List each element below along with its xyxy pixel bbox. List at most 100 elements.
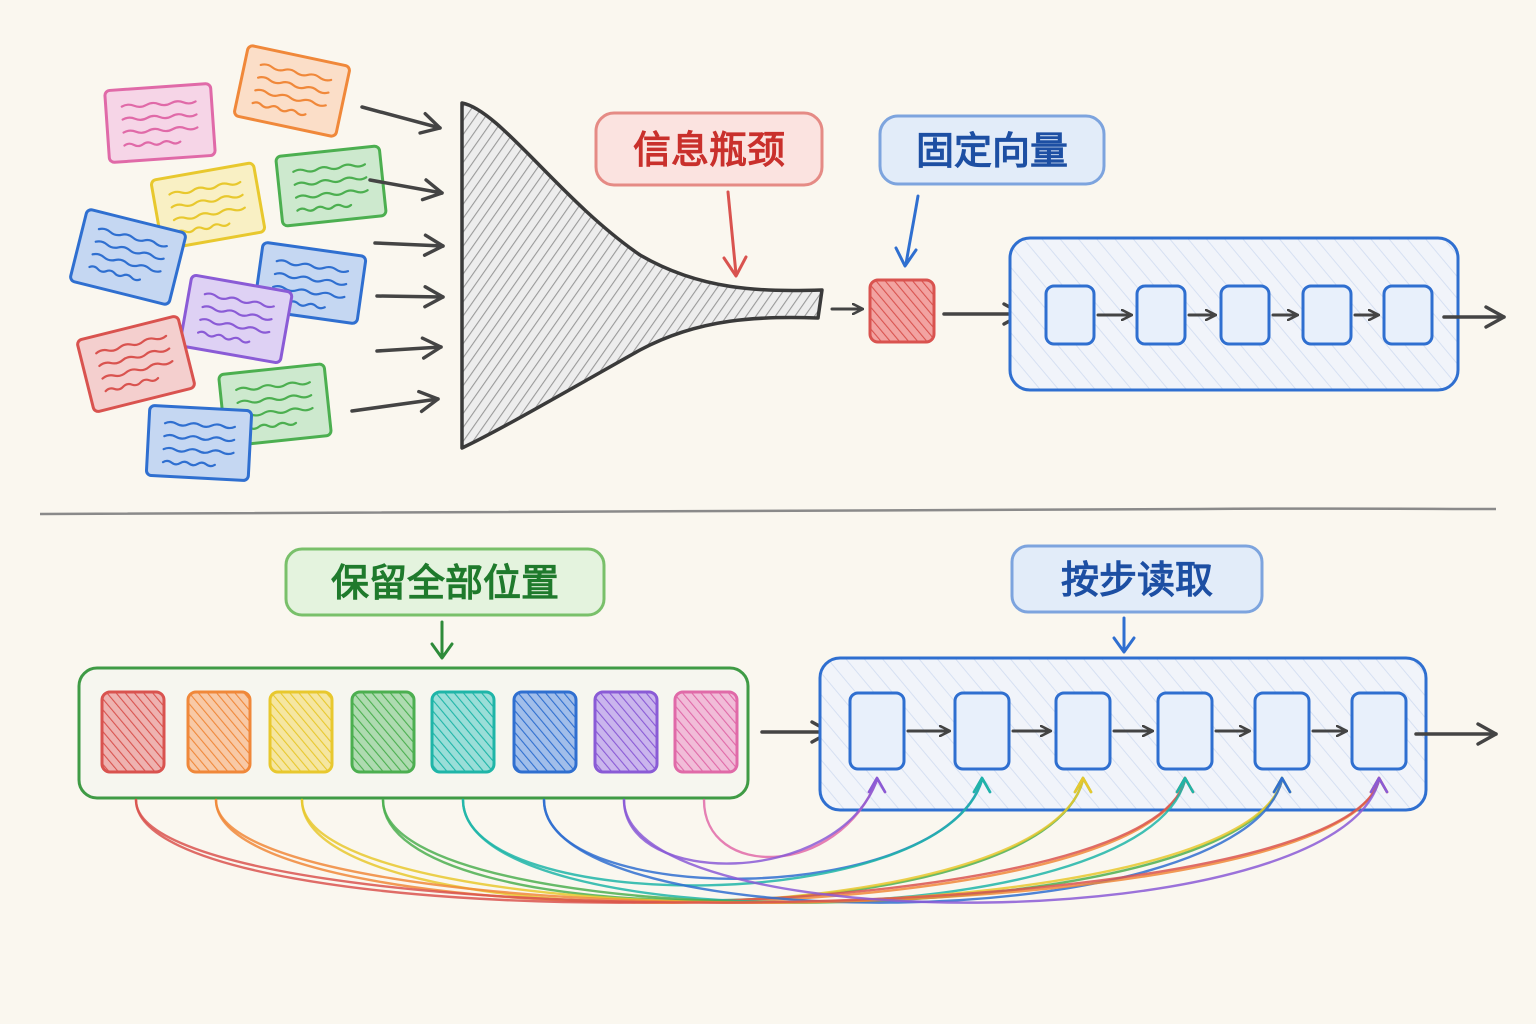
text-scribble [162, 446, 235, 456]
text-scribble [170, 193, 244, 209]
text-scribble [273, 272, 348, 286]
text-scribble [251, 101, 307, 117]
bottom-decoder-cell [953, 691, 1011, 771]
input-arrow-icon [368, 178, 444, 202]
section-divider [39, 507, 1497, 516]
read-stepwise-label-box: 按步读取 [1010, 544, 1264, 614]
bottom-decoder-cell [848, 691, 906, 771]
text-scribble [121, 113, 198, 121]
bottleneck-pointer-arrow [726, 190, 738, 276]
memory-cell-pink [673, 690, 739, 774]
attention-arrowhead-icon [1272, 776, 1292, 794]
document-card [178, 273, 294, 365]
text-scribble [120, 100, 197, 108]
text-scribble [123, 140, 182, 148]
top-decoder-cell [1382, 284, 1434, 346]
input-arrow-icon [375, 336, 443, 360]
attention-arrowhead-icon [1369, 776, 1389, 794]
document-card [69, 208, 187, 306]
bottom-decoder-cell [1253, 691, 1311, 771]
document-card [150, 161, 266, 251]
document-card [76, 315, 196, 413]
memory-cell-orange [186, 690, 252, 774]
text-scribble [163, 433, 236, 443]
attention-arrowhead-icon [1073, 776, 1093, 794]
input-arrows-group [350, 105, 445, 414]
input-arrow-icon [350, 389, 440, 414]
text-scribble [236, 394, 313, 405]
top-decoder-cell [1135, 284, 1187, 346]
memory-cell-purple [593, 690, 659, 774]
top-decoder-cell [1044, 284, 1096, 346]
input-arrow-icon [375, 285, 445, 309]
text-scribble [196, 330, 251, 344]
text-scribble [122, 126, 199, 134]
attention-curves [134, 776, 1389, 904]
bottleneck-label: 信息瓶颈 [633, 128, 785, 172]
fixed-vector-label: 固定向量 [916, 129, 1068, 173]
text-scribble [175, 222, 231, 235]
attention-curve [134, 778, 1381, 904]
text-scribble [254, 88, 327, 107]
fixed-vector-label-box: 固定向量 [878, 114, 1106, 186]
input-arrow-icon [373, 233, 445, 257]
attention-curve [622, 778, 1381, 904]
text-scribble [293, 176, 368, 186]
text-scribble [95, 334, 168, 355]
keep-all-label-box: 保留全部位置 [284, 547, 606, 617]
text-scribble [168, 180, 242, 196]
keep-all-label: 保留全部位置 [331, 561, 559, 605]
bottom-decoder-cell [1054, 691, 1112, 771]
document-card [103, 82, 217, 164]
document-card [274, 144, 388, 228]
input-arrow-icon [360, 105, 442, 135]
bottom-decoder-box [818, 656, 1428, 812]
top-decoder-cell [1219, 284, 1271, 346]
document-card [233, 44, 351, 138]
attention-curve [622, 778, 879, 865]
document-card [144, 404, 254, 482]
read-stepwise-arrowhead-icon [1112, 636, 1136, 654]
attention-arrowhead-icon [1175, 776, 1195, 794]
bottom-decoder-cell [1156, 691, 1214, 771]
attention-arrowhead-icon [867, 776, 887, 794]
text-scribble [292, 163, 367, 173]
text-scribble [235, 381, 311, 392]
bottom-decoder-cell [1350, 691, 1408, 771]
memory-cell-green [350, 690, 416, 774]
memory-cell-red [100, 690, 166, 774]
text-scribble [101, 360, 174, 380]
text-scribble [163, 420, 236, 430]
input-documents-group [69, 44, 388, 482]
text-scribble [271, 285, 346, 299]
text-scribble [259, 63, 333, 82]
text-scribble [97, 227, 168, 248]
text-scribble [296, 203, 353, 212]
memory-cell-teal [430, 690, 496, 774]
fixed-vector-square [868, 278, 936, 344]
text-scribble [161, 459, 216, 468]
top-decoder-cell [1301, 284, 1353, 346]
memory-cell-yellow [268, 690, 334, 774]
bottom-decoder-cells [848, 691, 1408, 771]
text-scribble [172, 206, 246, 222]
bottleneck-arrowhead-icon [722, 255, 748, 278]
bottleneck-label-box: 信息瓶颈 [594, 111, 824, 187]
read-stepwise-label: 按步读取 [1061, 558, 1213, 602]
fixed-vector-pointer-arrow [904, 194, 920, 266]
text-scribble [104, 376, 160, 393]
fixed-vector-arrowhead-icon [894, 246, 918, 268]
text-scribble [199, 318, 271, 334]
text-scribble [91, 252, 162, 273]
attention-curve [542, 778, 1284, 904]
text-scribble [275, 259, 350, 274]
memory-cells [100, 690, 739, 774]
text-scribble [98, 347, 171, 368]
keep-all-arrowhead-icon [430, 642, 454, 660]
text-scribble [201, 305, 273, 321]
top-decoder-cells [1044, 284, 1434, 346]
text-scribble [94, 240, 165, 261]
text-scribble [88, 265, 141, 282]
text-scribble [256, 76, 330, 95]
